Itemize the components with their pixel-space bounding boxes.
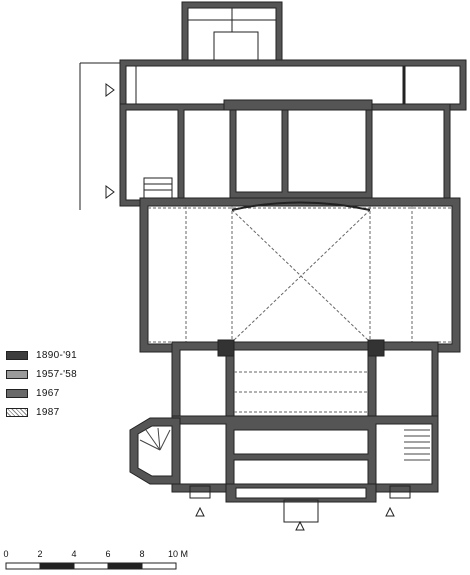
legend-item-1987: 1987 (6, 403, 116, 422)
legend-item-1957: 1957-'58 (6, 365, 116, 384)
legend-swatch (6, 389, 28, 398)
scale-bar (5, 562, 177, 570)
legend-label: 1957-'58 (36, 369, 78, 380)
legend-swatch (6, 351, 28, 360)
north-annex (181, 1, 283, 63)
west-entrance-markers (105, 83, 115, 199)
legend: 1890-'91 1957-'58 1967 1987 (6, 346, 116, 422)
scale-label: 2 (37, 549, 43, 559)
legend-label: 1967 (36, 388, 60, 399)
legend-label: 1890-'91 (36, 350, 78, 361)
south-entrances (189, 485, 411, 531)
scale-label: 0 (3, 549, 9, 559)
scale-label: 8 (139, 549, 145, 559)
legend-item-1967: 1967 (6, 384, 116, 403)
nave (139, 197, 461, 353)
vestry-rooms (119, 99, 451, 207)
scale-label: 10 M (167, 549, 189, 559)
scale-label: 4 (71, 549, 77, 559)
legend-item-1890: 1890-'91 (6, 346, 116, 365)
legend-swatch (6, 408, 28, 417)
stair-tower (129, 417, 181, 485)
legend-swatch (6, 370, 28, 379)
scale-label: 6 (105, 549, 111, 559)
scale-bar-labels: 0 2 4 6 8 10 M (0, 549, 200, 561)
legend-label: 1987 (36, 407, 60, 418)
entrance-section (171, 415, 439, 503)
